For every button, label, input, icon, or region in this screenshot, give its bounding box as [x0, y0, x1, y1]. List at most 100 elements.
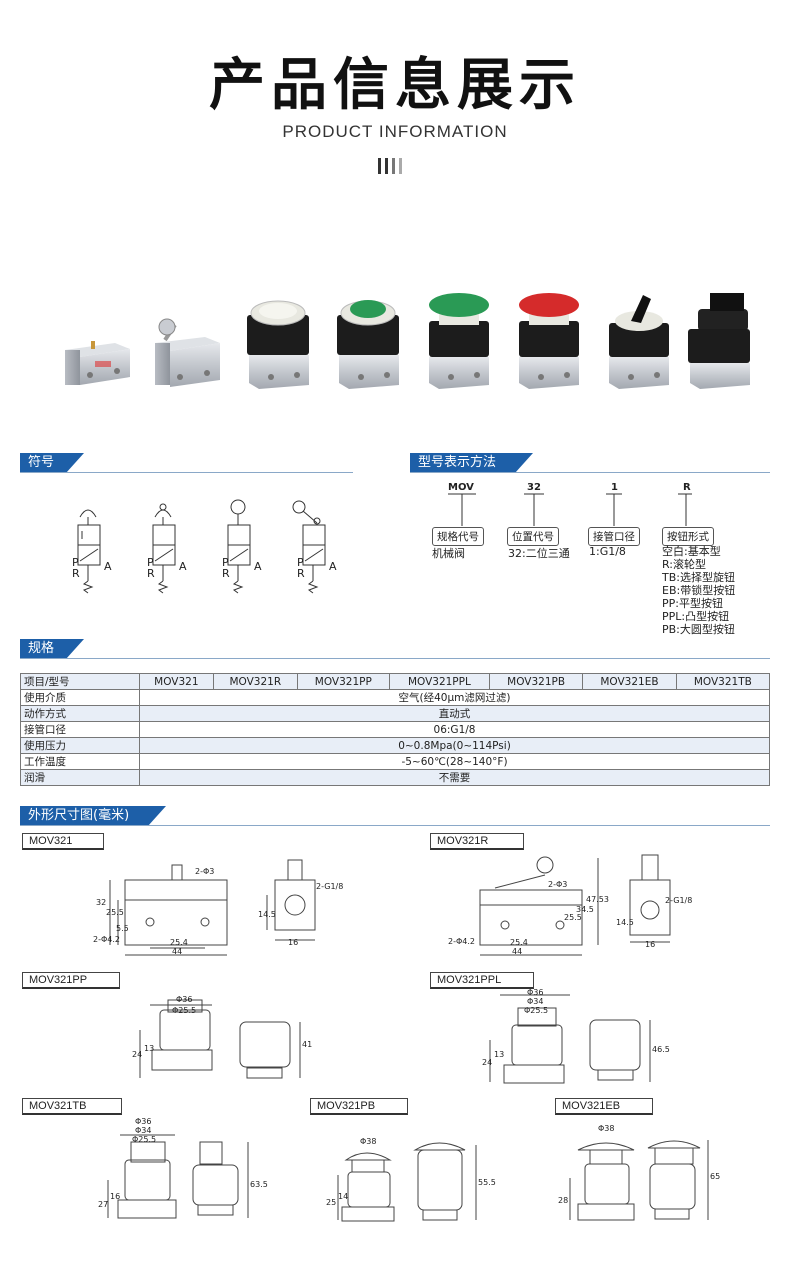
decorative-bars [378, 158, 412, 176]
symbol-label-p: P [222, 556, 229, 569]
dimension-text: 2-Φ4.2 [93, 935, 120, 944]
drawing-label-mov321ppl: MOV321PPL [430, 972, 534, 989]
symbol-roller [227, 499, 251, 594]
button-type: PB:大圆型按钮 [662, 623, 735, 636]
product-mov321eb [688, 293, 750, 389]
dimension-text: Φ25.5 [172, 1006, 197, 1015]
spec-header-row: 项目/型号 MOV321 MOV321R MOV321PP MOV321PPL … [20, 673, 771, 690]
drawing-label-mov321: MOV321 [22, 833, 104, 850]
spec-row: 接管口径 06:G1/8 [20, 721, 770, 738]
symbol-label-p: P [72, 556, 79, 569]
spec-model: MOV321R [212, 673, 298, 690]
dimension-text: Φ34 [527, 997, 544, 1006]
spec-row-label: 使用压力 [20, 737, 140, 754]
spec-model: MOV321PB [489, 673, 584, 690]
model-code-tag: 接管口径 [588, 527, 640, 546]
dimension-text: 25.5 [106, 908, 124, 917]
dimension-text: 16 [645, 940, 656, 949]
model-code-part: MOV [448, 482, 474, 493]
symbol-label-r: R [147, 567, 155, 580]
dimension-text: 25 [326, 1198, 337, 1207]
spec-row-value: 0~0.8Mpa(0~114Psi) [139, 737, 770, 754]
pneumatic-symbols [77, 499, 326, 594]
product-mov321r [155, 318, 220, 387]
dimension-text: 34.5 [576, 905, 594, 914]
spec-row-value: 06:G1/8 [139, 721, 770, 738]
dimension-text: 2-Φ4.2 [448, 937, 475, 946]
spec-row-label: 接管口径 [20, 721, 140, 738]
dimension-text: 25.5 [564, 913, 582, 922]
spec-model: MOV321TB [675, 673, 771, 690]
product-mov321pb-green [429, 293, 489, 389]
drawing-label-mov321pb: MOV321PB [310, 1098, 408, 1115]
page-title: 产品信息展示 [209, 53, 581, 118]
dimension-text: Φ36 [176, 995, 193, 1004]
dimension-text: 65 [710, 1172, 721, 1181]
dimension-text: 41 [302, 1040, 313, 1049]
button-type: PP:平型按钮 [662, 597, 723, 610]
model-code-part: 1 [611, 482, 618, 493]
dimension-text: 2-G1/8 [316, 882, 344, 891]
dimension-text: 24 [482, 1058, 493, 1067]
dimension-text: 14.5 [258, 910, 276, 919]
section-header-dimensions: 外形尺寸图(毫米) [20, 806, 166, 826]
button-type: 空白:基本型 [662, 545, 721, 558]
model-code-tag: 规格代号 [432, 527, 484, 546]
section-divider [410, 472, 770, 473]
dimension-text: 14.5 [616, 918, 634, 927]
spec-model: MOV321PPL [388, 673, 491, 690]
dimension-text: 25.4 [170, 938, 188, 947]
dimension-text: Φ36 [527, 988, 544, 997]
button-type: EB:带锁型按钮 [662, 584, 736, 597]
spec-row-value: 直动式 [139, 705, 770, 722]
drawing-mov321r-side [629, 854, 671, 943]
model-code-connectors [448, 493, 692, 526]
model-code-tag: 位置代号 [507, 527, 559, 546]
model-code-desc: 32:二位三通 [508, 547, 570, 560]
spec-row: 润滑 不需要 [20, 769, 770, 786]
dimension-text: 44 [172, 947, 183, 956]
dimension-text: 24 [132, 1050, 143, 1059]
product-mov321 [65, 341, 130, 385]
symbol-label-a: A [104, 560, 112, 573]
drawing-mov321r-front [479, 856, 599, 956]
dimension-text: 32 [96, 898, 107, 907]
dimension-text: 2-Φ3 [548, 880, 568, 889]
dimension-text: Φ38 [360, 1137, 377, 1146]
dimension-text: 5.5 [116, 924, 129, 933]
drawing-mov321ppl [489, 994, 651, 1084]
product-mov321pb-red [519, 293, 579, 389]
dimension-text: 46.5 [652, 1045, 670, 1054]
dimension-text: Φ25.5 [132, 1135, 157, 1144]
symbol-mov321 [77, 509, 101, 594]
symbol-label-a: A [329, 560, 337, 573]
drawing-mov321pb [337, 1142, 477, 1222]
symbol-label-p: P [147, 556, 154, 569]
spec-row-label: 工作温度 [20, 753, 140, 770]
dimension-text: 28 [558, 1196, 569, 1205]
dimension-text: 16 [110, 1192, 121, 1201]
spec-row: 使用压力 0~0.8Mpa(0~114Psi) [20, 737, 770, 754]
spec-row: 动作方式 直动式 [20, 705, 770, 722]
dimension-text: 2-Φ3 [195, 867, 215, 876]
model-code-part: R [683, 482, 691, 493]
dimension-text: Φ34 [135, 1126, 152, 1135]
symbol-lever-roller [292, 500, 326, 594]
section-header-model-code: 型号表示方法 [410, 453, 533, 473]
dimension-text: 25.4 [510, 938, 528, 947]
dimension-text: 14 [338, 1192, 349, 1201]
section-header-spec: 规格 [20, 639, 84, 659]
section-divider [20, 472, 353, 473]
dimension-text: Φ36 [135, 1117, 152, 1126]
drawing-label-mov321eb: MOV321EB [555, 1098, 653, 1115]
spec-row-label: 动作方式 [20, 705, 140, 722]
spec-row-value: 空气(经40μm滤网过滤) [139, 689, 770, 706]
dimension-text: Φ25.5 [524, 1006, 549, 1015]
drawing-label-mov321pp: MOV321PP [22, 972, 120, 989]
dimension-text: 2-G1/8 [665, 896, 693, 905]
model-code-button-types: 空白:基本型 R:滚轮型 TB:选择型旋钮 EB:带锁型按钮 PP:平型按钮 P… [662, 545, 735, 636]
spec-row-label: 润滑 [20, 769, 140, 786]
button-type: PPL:凸型按钮 [662, 610, 730, 623]
dimension-drawings [107, 854, 709, 1222]
drawing-mov321pp [139, 999, 301, 1079]
